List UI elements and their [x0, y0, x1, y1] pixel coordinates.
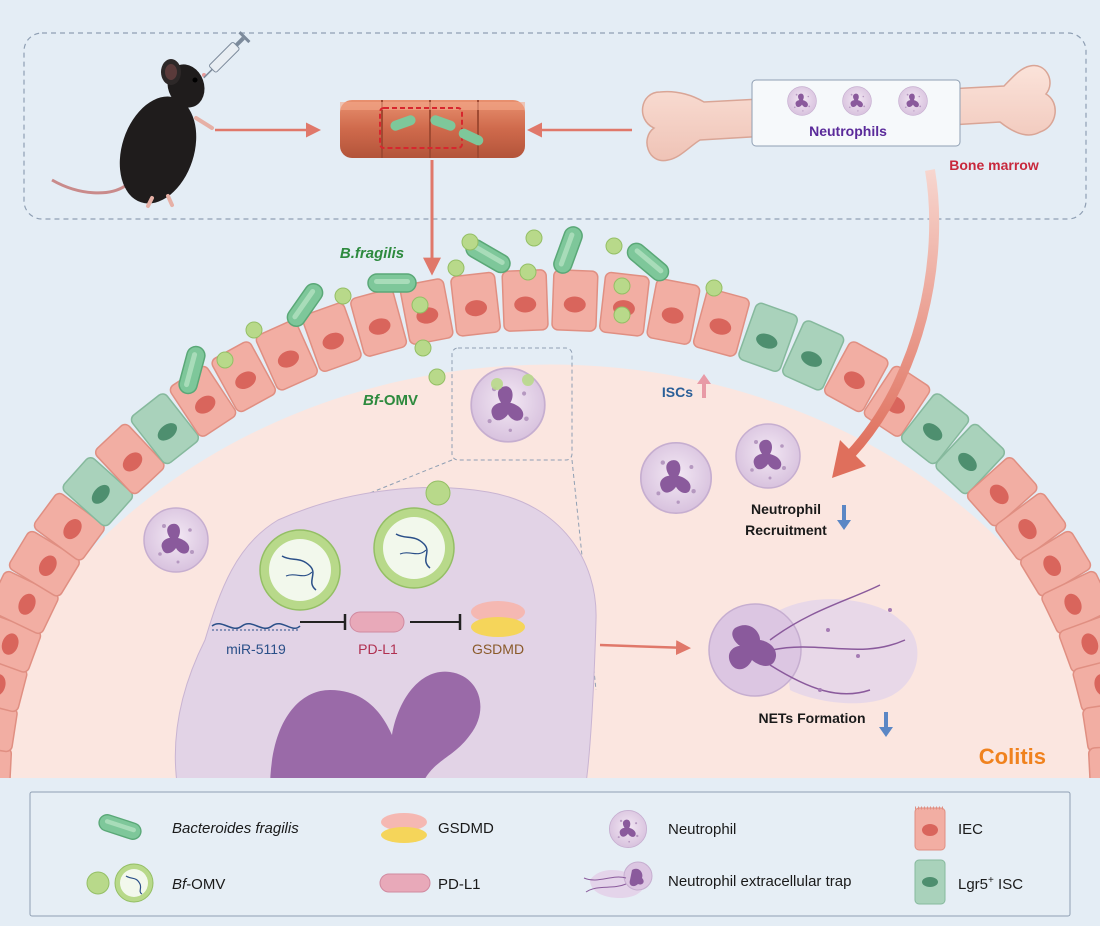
legend-neutrophil-text: Neutrophil: [668, 821, 736, 838]
nets-down-arrow: [879, 712, 893, 737]
omv-entering: [425, 480, 451, 506]
mir-5119-strand: [211, 623, 301, 629]
neutrophil-recruitment-line1: Neutrophil: [751, 501, 821, 517]
arrow-bone-to-tissue-head: [832, 440, 866, 478]
legend-net: Neutrophil extracellular trap: [583, 861, 851, 898]
isc-up-arrow: [697, 374, 711, 398]
neutrophil-icon: [787, 86, 817, 116]
neutrophil-tissue: [735, 423, 801, 489]
bone-marrow-label: Bone marrow: [949, 157, 1039, 173]
iec-cell: [449, 271, 502, 338]
legend-pdl1-text: PD-L1: [438, 876, 481, 893]
recruitment-down-arrow: [837, 505, 851, 530]
legend-iec: IEC: [914, 806, 983, 851]
colitis-label: Colitis: [979, 744, 1046, 769]
legend-neutrophil: Neutrophil: [609, 810, 736, 848]
iscs-label: ISCs: [662, 384, 693, 400]
legend-bacteroides: Bacteroides fragilis: [96, 811, 299, 843]
legend-iec-text: IEC: [958, 821, 983, 838]
mir-5119-label: miR-5119: [226, 641, 286, 657]
gsdmd-top: [471, 601, 525, 623]
arrow-to-nets: [599, 640, 691, 656]
legend-lgr5-text: Lgr5+ ISC: [958, 875, 1023, 893]
legend-lgr5-isc: Lgr5+ ISC: [914, 859, 1023, 905]
iec-cell: [645, 277, 702, 346]
neutrophil-tissue: [143, 507, 209, 573]
legend-panel: [29, 791, 1071, 917]
arrow-bone-to-tissue: [846, 169, 940, 459]
legend-bf-omv-text: Bf-OMV: [172, 876, 225, 893]
net-illustration: [708, 584, 918, 704]
pdl1-label: PD-L1: [358, 641, 398, 657]
neutrophil-icon: [842, 86, 872, 116]
neutrophil-recruitment-line2: Recruitment: [745, 522, 827, 538]
pdl1-shape: [349, 611, 405, 633]
zoomed-neutrophil-nucleus: [270, 671, 481, 790]
legend-gsdmd: GSDMD: [381, 813, 494, 843]
omv-vesicle-1: [259, 529, 341, 611]
b-fragilis-label: B.fragilis: [340, 245, 404, 262]
gsdmd-bottom: [471, 617, 525, 637]
neutrophils-label: Neutrophils: [809, 123, 887, 139]
iec-cell: [551, 268, 599, 333]
legend-bacteroides-text: Bacteroides fragilis: [172, 820, 299, 837]
legend-gsdmd-text: GSDMD: [438, 820, 494, 837]
neutrophil-tissue: [639, 441, 713, 515]
nets-label: NETs Formation: [758, 710, 865, 726]
bf-omv-label: Bf-OMV: [363, 392, 418, 409]
bacterium: [367, 273, 417, 293]
legend-pdl1: PD-L1: [379, 873, 481, 893]
legend-net-text: Neutrophil extracellular trap: [668, 873, 851, 890]
omv-vesicle-2: [373, 507, 455, 589]
neutrophil-icon: [898, 86, 928, 116]
mouse-illustration: [51, 31, 251, 208]
gsdmd-label: GSDMD: [472, 641, 524, 657]
legend-bf-omv: Bf-OMV: [86, 863, 225, 903]
gut-segment-illustration: [340, 100, 525, 158]
bacterium: [550, 223, 586, 277]
zoom-source-box: [451, 347, 573, 461]
